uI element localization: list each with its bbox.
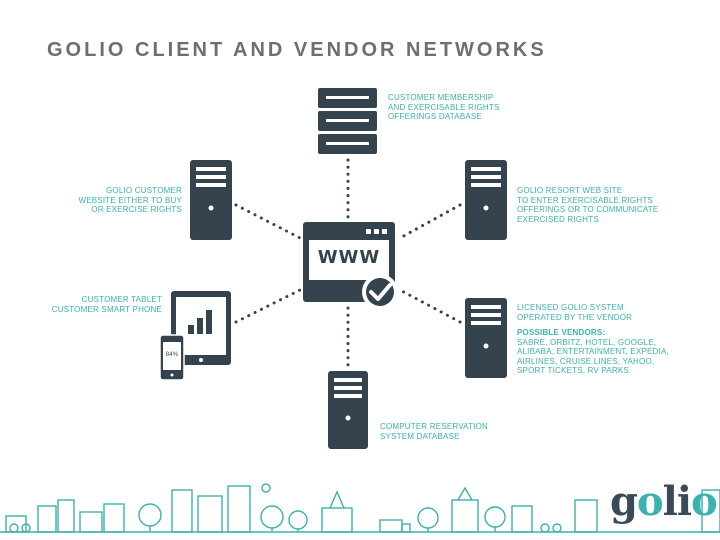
resort-site-line: EXERCISED RIGHTS — [517, 214, 599, 224]
checkmark-icon — [362, 274, 398, 310]
resort-site-label: GOLIO RESORT WEB SITE TO ENTER EXERCISAB… — [517, 186, 658, 224]
customer-website-label: GOLIO CUSTOMER WEBSITE EITHER TO BUY OR … — [79, 186, 182, 215]
customer-website-line: WEBSITE EITHER TO BUY — [78, 195, 182, 205]
membership-db-line: AND EXERCISABLE RIGHTS — [388, 102, 500, 112]
tablet-phone-label: CUSTOMER TABLET CUSTOMER SMART PHONE — [52, 295, 162, 314]
phone-readout: 84% — [165, 352, 179, 358]
vendors-line: SPORT TICKETS, RV PARKS — [517, 366, 629, 375]
connector-tablet — [234, 288, 302, 324]
licensed-system-label: LICENSED GOLIO SYSTEM OPERATED BY THE VE… — [517, 303, 669, 376]
vendors-heading: POSSIBLE VENDORS: — [517, 328, 606, 337]
reservation-db-line: SYSTEM DATABASE — [380, 431, 460, 441]
tablet-phone-line: CUSTOMER SMART PHONE — [51, 304, 162, 314]
vendors-line: ALIBABA, ENTERTAINMENT, EXPEDIA, — [517, 347, 669, 356]
connectors — [234, 158, 462, 370]
logo-part: o — [636, 478, 664, 525]
resort-site-line: OFFERINGS OR TO COMMUNICATE — [517, 205, 659, 214]
reservation-db-label: COMPUTER RESERVATION SYSTEM DATABASE — [380, 422, 488, 441]
licensed-system-server-icon — [465, 298, 507, 378]
licensed-system-line: OPERATED BY THE VENDOR — [517, 312, 633, 322]
licensed-system-line: LICENSED GOLIO SYSTEM — [517, 303, 624, 312]
resort-site-line: GOLIO RESORT WEB SITE — [517, 186, 623, 195]
page-title: GOLIO CLIENT AND VENDOR NETWORKS — [47, 39, 547, 61]
connector-customer-website — [234, 203, 302, 240]
smartphone-icon — [159, 334, 185, 381]
resort-site-line: TO ENTER EXERCISABLE RIGHTS — [517, 195, 653, 205]
membership-database-icon — [318, 88, 377, 154]
vendors-line: SABRE, ORBITZ, HOTEL, GOOGLE, — [517, 337, 657, 347]
connector-licensed-system — [398, 288, 462, 324]
reservation-db-line: COMPUTER RESERVATION — [380, 422, 489, 431]
www-label: WWW — [317, 247, 381, 268]
membership-db-line: CUSTOMER MEMBERSHIP — [388, 93, 494, 102]
connector-resort-site — [398, 203, 462, 240]
reservation-database-server-icon — [328, 371, 368, 449]
customer-website-server-icon — [190, 160, 232, 240]
logo-part: o — [691, 478, 718, 525]
logo-part: li — [662, 478, 692, 525]
customer-website-line: OR EXERCISE RIGHTS — [91, 205, 182, 214]
golio-logo: golio — [610, 478, 718, 525]
city-skyline-illustration — [0, 483, 720, 533]
vendors-line: AIRLINES, CRUISE LINES, YAHOO, — [517, 356, 655, 366]
logo-part: g — [610, 478, 638, 525]
membership-db-label: CUSTOMER MEMBERSHIP AND EXERCISABLE RIGH… — [388, 93, 500, 122]
customer-website-line: GOLIO CUSTOMER — [106, 186, 182, 195]
tablet-phone-line: CUSTOMER TABLET — [81, 295, 162, 304]
membership-db-line: OFFERINGS DATABASE — [388, 112, 482, 121]
resort-site-server-icon — [465, 160, 507, 240]
